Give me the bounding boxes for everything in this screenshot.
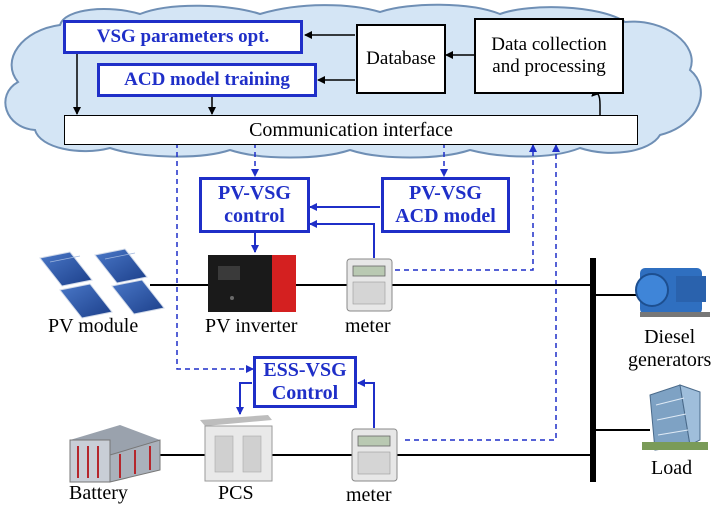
data-collection-box: Data collection and processing <box>474 18 624 94</box>
acd-model-training-box: ACD model training <box>97 63 317 97</box>
communication-interface-label: Communication interface <box>249 118 453 141</box>
data-collection-label: Data collection and processing <box>491 34 607 77</box>
load-label: Load <box>651 457 693 479</box>
database-label: Database <box>366 48 436 69</box>
pv-inverter-icon <box>208 255 296 312</box>
pv-module-label: PV module <box>48 315 139 337</box>
communication-interface-box: Communication interface <box>64 115 638 145</box>
meter-top-icon <box>346 258 393 312</box>
diesel-generators-label: Diesel generators <box>628 326 712 371</box>
battery-label: Battery <box>69 482 128 504</box>
database-box: Database <box>356 24 446 94</box>
meter-top-to-pvctrl-arrow <box>309 220 375 258</box>
dash-meter-top-to-comm <box>395 144 537 271</box>
pcs-label: PCS <box>218 482 254 504</box>
comm-to-dc-arrow <box>591 88 601 116</box>
pv-vsg-control-box: PV-VSG control <box>199 177 310 233</box>
meter-bottom-label: meter <box>346 484 392 506</box>
ess-vsg-control-label: ESS-VSG Control <box>263 359 347 404</box>
pv-vsg-acd-model-label: PV-VSG ACD model <box>395 182 496 227</box>
load-building-icon <box>642 384 708 451</box>
pv-module-icon <box>39 248 165 319</box>
vsg-parameters-opt-box: VSG parameters opt. <box>63 20 303 54</box>
pv-vsg-control-label: PV-VSG control <box>218 182 291 227</box>
diesel-generator-icon <box>635 268 710 317</box>
pv-vsg-acd-model-box: PV-VSG ACD model <box>381 177 510 233</box>
pcs-icon <box>200 415 273 482</box>
vsg-parameters-opt-label: VSG parameters opt. <box>96 26 270 47</box>
dash-comm-to-essctrl <box>176 143 254 373</box>
battery-icon <box>69 425 161 483</box>
meter-bottom-icon <box>351 428 398 482</box>
ess-vsg-control-box: ESS-VSG Control <box>253 356 357 408</box>
acd-model-training-label: ACD model training <box>124 69 290 90</box>
meter-top-label: meter <box>345 315 391 337</box>
pv-inverter-label: PV inverter <box>205 315 298 337</box>
meter-bottom-to-essctrl-arrow <box>357 379 375 428</box>
essctrl-to-pcs-arrow <box>236 382 252 415</box>
